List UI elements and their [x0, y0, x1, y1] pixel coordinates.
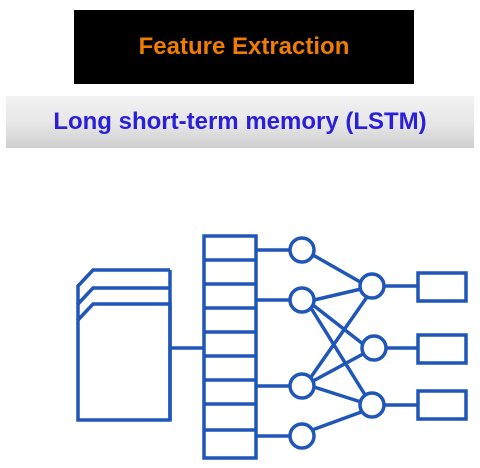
feature-vector	[202, 234, 258, 460]
hidden-node	[288, 286, 316, 314]
network-edge	[312, 352, 364, 383]
network-edge	[311, 409, 365, 432]
hidden-node	[288, 236, 316, 264]
output-node	[358, 391, 386, 419]
input-stack-layer-back	[76, 268, 170, 304]
output-node	[360, 334, 388, 362]
network-edge	[313, 287, 362, 302]
output-box	[416, 389, 468, 421]
output-node	[358, 272, 386, 300]
title-banner: Feature Extraction	[74, 10, 414, 84]
network-edge	[312, 253, 363, 285]
network-edge	[309, 295, 369, 379]
output-box	[416, 333, 468, 365]
input-stack-layer-middle	[76, 286, 170, 320]
hidden-node	[288, 422, 316, 450]
input-stack-layer-front	[76, 302, 172, 422]
network-edge	[309, 307, 369, 399]
page-title: Feature Extraction	[138, 33, 350, 60]
subtitle-banner: Long short-term memory (LSTM)	[6, 96, 474, 148]
network-edge	[311, 303, 365, 346]
network-edge	[313, 385, 362, 404]
page-subtitle: Long short-term memory (LSTM)	[53, 108, 427, 135]
hidden-node	[288, 372, 316, 400]
output-box	[416, 271, 468, 303]
